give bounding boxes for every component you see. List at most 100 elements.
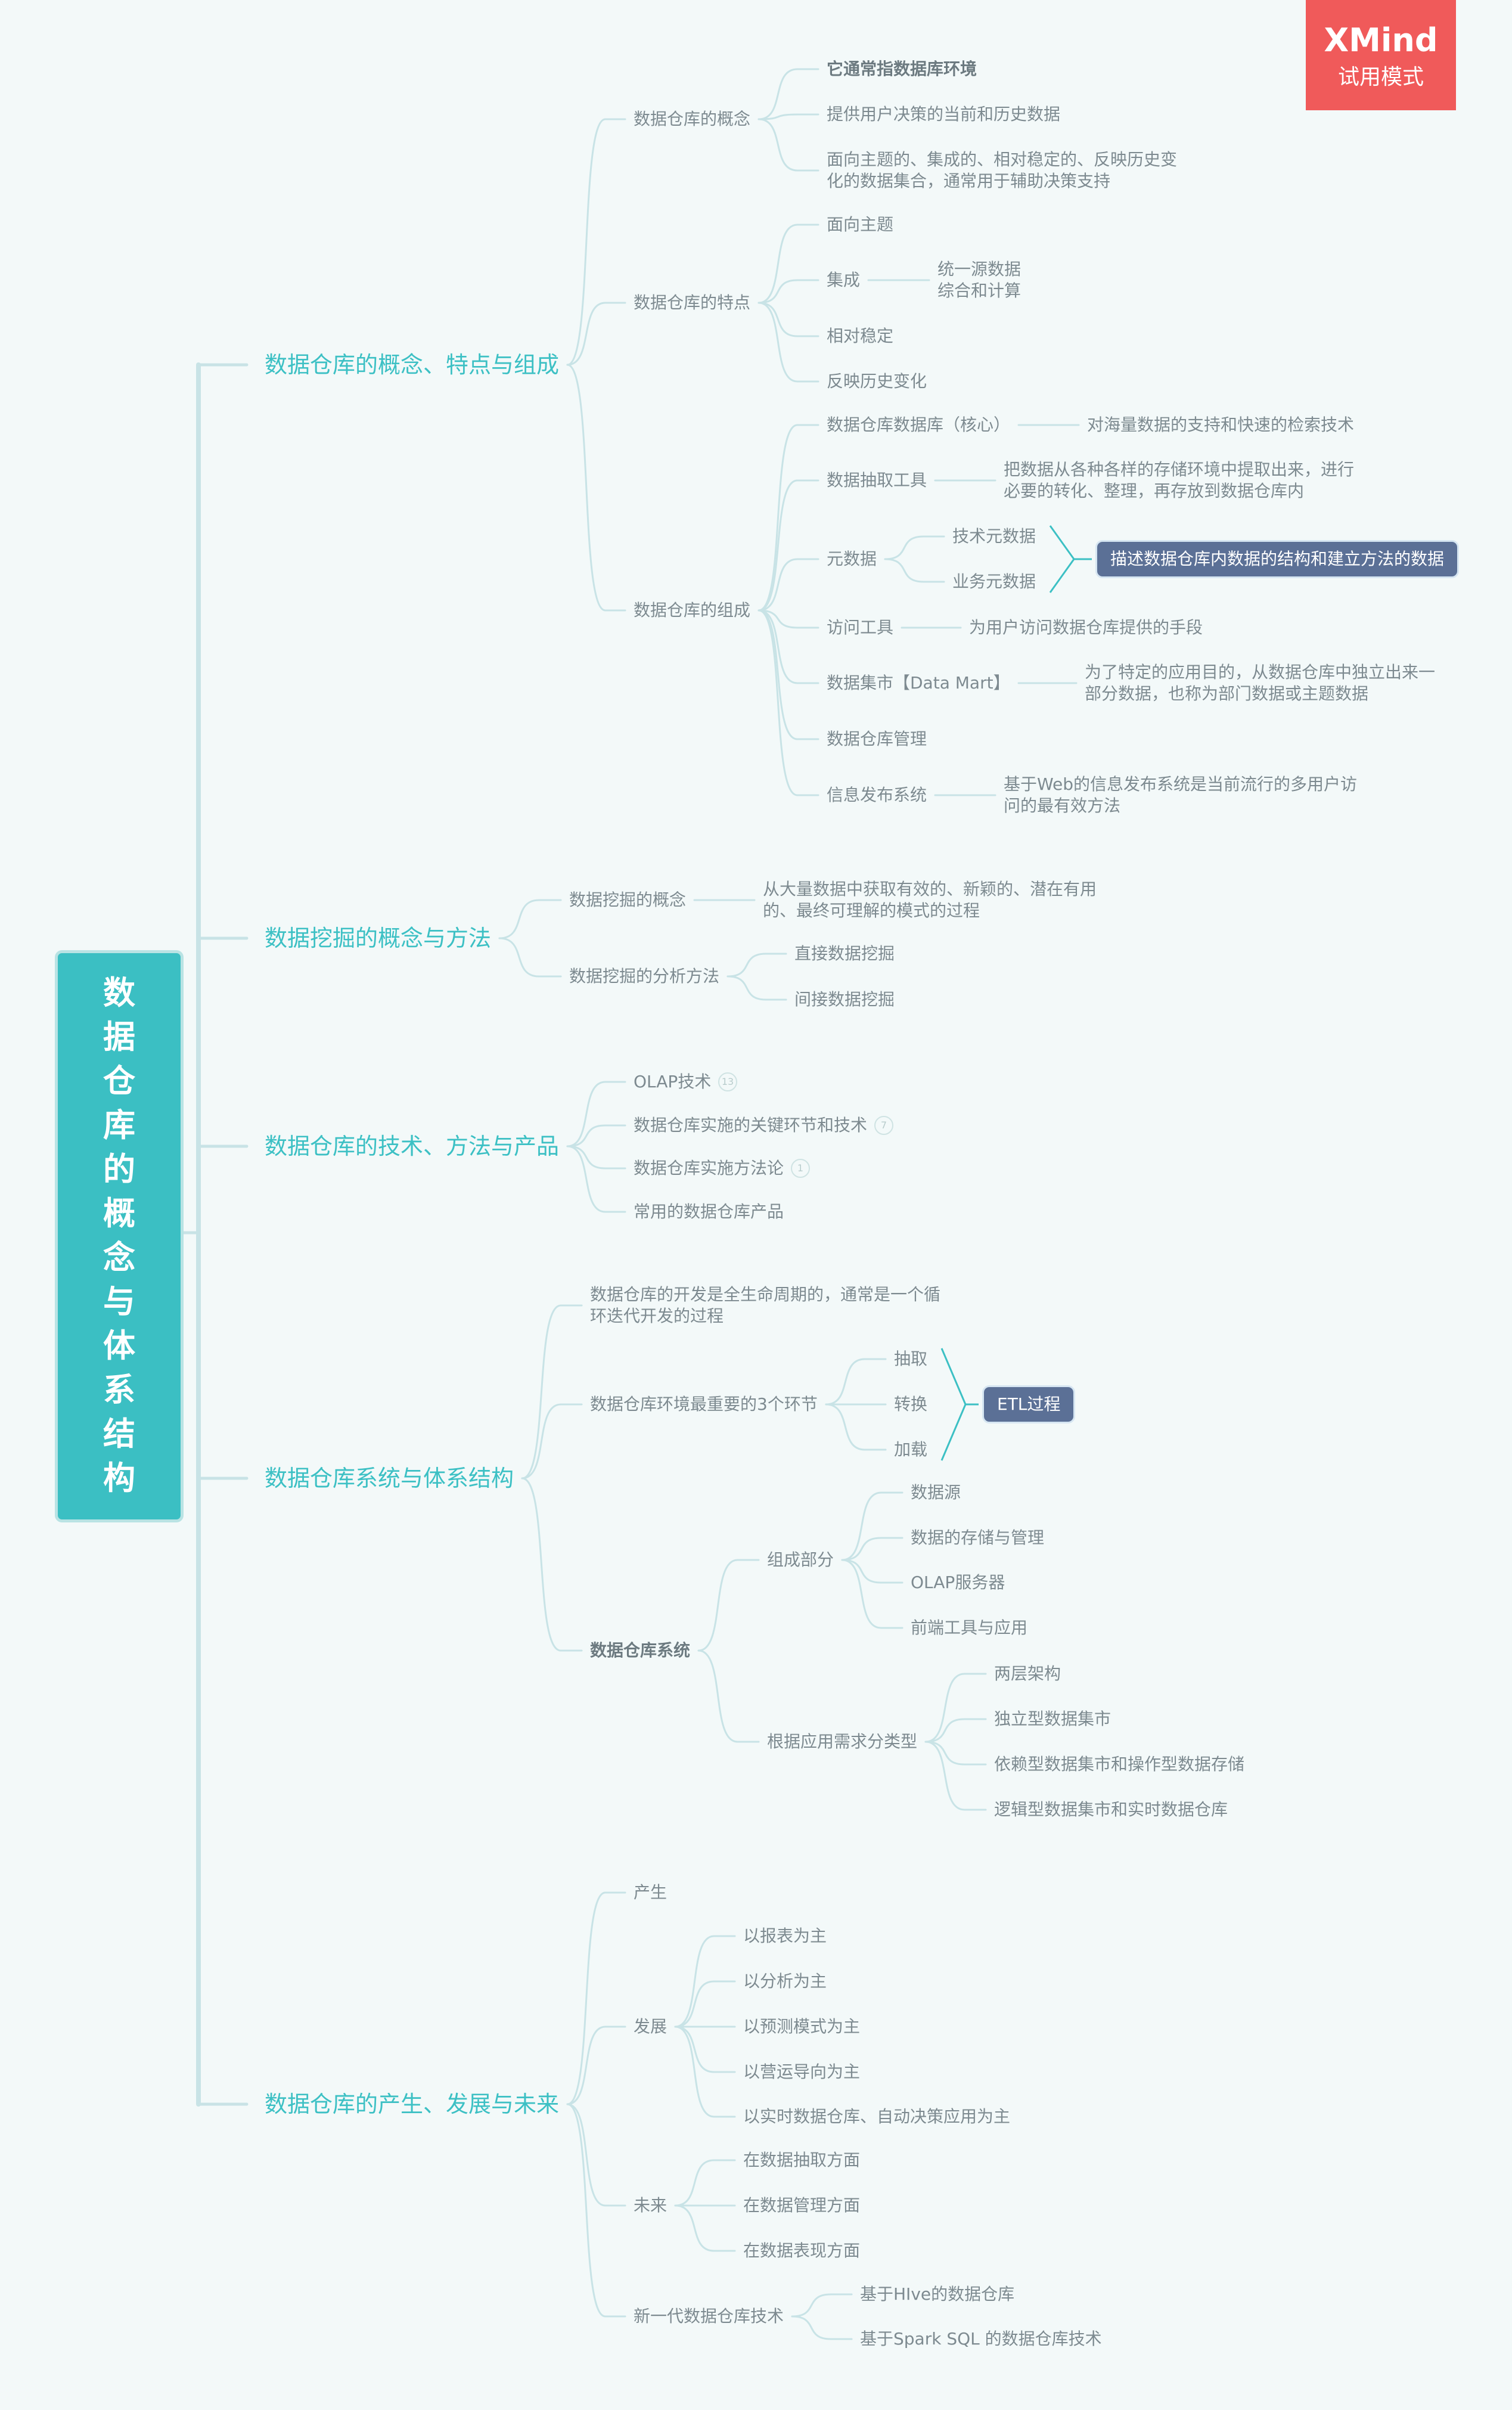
connector-line xyxy=(566,1145,626,1170)
subtopic[interactable]: 面向主题 xyxy=(827,215,894,234)
subtopic[interactable]: 独立型数据集市 xyxy=(994,1709,1112,1729)
connector-line xyxy=(697,1649,760,1743)
subtopic[interactable]: OLAP服务器 xyxy=(911,1572,1005,1592)
subtopic[interactable]: 逻辑型数据集市和实时数据仓库 xyxy=(994,1800,1228,1819)
subtopic[interactable]: 依赖型数据集市和操作型数据存储 xyxy=(994,1754,1245,1774)
subtopic[interactable]: 以实时数据仓库、自动决策应用为主 xyxy=(743,2107,1011,2126)
subtopic[interactable]: OLAP技术 xyxy=(634,1072,712,1091)
subtopic[interactable]: 在数据抽取方面 xyxy=(743,2150,861,2170)
connector-line xyxy=(884,535,945,560)
summary-bracket xyxy=(940,1348,979,1461)
connector-line xyxy=(674,2159,736,2207)
connector-line xyxy=(757,479,819,612)
subtopic[interactable]: 以分析为主 xyxy=(743,1971,827,1991)
main-topic[interactable]: 数据仓库系统与体系结构 xyxy=(265,1465,514,1491)
connector-line xyxy=(566,302,626,366)
subtopic[interactable]: 技术元数据 xyxy=(952,526,1036,546)
subtopic[interactable]: 数据仓库环境最重要的3个环节 xyxy=(590,1394,818,1414)
collapsed-count-badge[interactable]: 7 xyxy=(874,1116,893,1135)
subtopic[interactable]: 以营运导向为主 xyxy=(743,2062,861,2082)
connector-line xyxy=(757,424,819,612)
summary-topic[interactable]: ETL过程 xyxy=(982,1385,1076,1423)
connector-line xyxy=(757,609,819,684)
subtopic[interactable]: 在数据表现方面 xyxy=(743,2241,861,2260)
connector-line xyxy=(924,1718,987,1743)
subtopic[interactable]: 对海量数据的支持和快速的检索技术 xyxy=(1087,415,1355,435)
subtopic[interactable]: 基于HIve的数据仓库 xyxy=(860,2284,1015,2304)
subtopic[interactable]: 发展 xyxy=(634,2017,667,2036)
subtopic[interactable]: 数据挖掘的分析方法 xyxy=(569,966,720,986)
subtopic[interactable]: 根据应用需求分类型 xyxy=(767,1732,918,1751)
main-topic[interactable]: 数据仓库的概念、特点与组成 xyxy=(265,352,560,378)
connector-line xyxy=(924,1741,987,1766)
subtopic[interactable]: 为了特定的应用目的，从数据仓库中独立出来一 部分数据，也称为部门数据或主题数据 xyxy=(1085,662,1436,703)
subtopic[interactable]: 两层架构 xyxy=(994,1664,1061,1683)
subtopic[interactable]: 产生 xyxy=(634,1882,667,1902)
connector-line xyxy=(566,2103,626,2207)
subtopic[interactable]: 基于Spark SQL 的数据仓库技术 xyxy=(860,2329,1102,2349)
subtopic[interactable]: 直接数据挖掘 xyxy=(794,944,895,963)
subtopic[interactable]: 间接数据挖掘 xyxy=(794,990,895,1009)
subtopic[interactable]: 数据仓库的概念 xyxy=(634,109,751,129)
subtopic[interactable]: 转换 xyxy=(894,1394,928,1414)
subtopic[interactable]: 数据仓库系统 xyxy=(590,1640,691,1660)
central-topic[interactable]: 数据仓库的概念与体系结构 xyxy=(55,950,184,1522)
subtopic[interactable]: 数据仓库实施方法论 xyxy=(634,1158,784,1178)
main-topic[interactable]: 数据仓库的技术、方法与产品 xyxy=(265,1133,560,1159)
subtopic[interactable]: 以报表为主 xyxy=(743,1926,827,1946)
subtopic[interactable]: 反映历史变化 xyxy=(827,371,927,391)
subtopic[interactable]: 数据抽取工具 xyxy=(827,470,927,490)
subtopic[interactable]: 相对稳定 xyxy=(827,326,894,346)
main-topic[interactable]: 数据挖掘的概念与方法 xyxy=(265,925,492,951)
subtopic[interactable]: 为用户访问数据仓库提供的手段 xyxy=(969,618,1203,637)
connector-line xyxy=(674,2204,736,2252)
connector-line xyxy=(521,1403,583,1480)
subtopic[interactable]: 从大量数据中获取有效的、新颖的、潜在有用 的、最终可理解的模式的过程 xyxy=(763,879,1097,920)
subtopic[interactable]: 信息发布系统 xyxy=(827,785,927,805)
subtopic[interactable]: 加载 xyxy=(894,1440,928,1459)
subtopic[interactable]: 提供用户决策的当前和历史数据 xyxy=(827,104,1061,124)
summary-bracket xyxy=(1049,525,1092,593)
collapsed-count-badge[interactable]: 1 xyxy=(791,1159,810,1178)
connector-line xyxy=(791,2293,853,2318)
subtopic[interactable]: 统一源数据 综合和计算 xyxy=(937,259,1022,300)
subtopic[interactable]: 以预测模式为主 xyxy=(743,2017,861,2036)
subtopic[interactable]: 业务元数据 xyxy=(952,572,1036,591)
subtopic[interactable]: 它通常指数据库环境 xyxy=(827,59,977,79)
summary-topic[interactable]: 描述数据仓库内数据的结构和建立方法的数据 xyxy=(1095,540,1460,578)
main-topic[interactable]: 数据仓库的产生、发展与未来 xyxy=(265,2091,560,2117)
subtopic[interactable]: 常用的数据仓库产品 xyxy=(634,1202,784,1221)
subtopic[interactable]: 集成 xyxy=(827,270,861,290)
connector-line xyxy=(697,1559,760,1652)
subtopic[interactable]: 抽取 xyxy=(894,1349,928,1369)
subtopic[interactable]: 数据仓库的开发是全生命周期的，通常是一个循 环迭代开发的过程 xyxy=(590,1285,941,1326)
collapsed-count-badge[interactable]: 13 xyxy=(718,1072,737,1091)
subtopic[interactable]: 数据挖掘的概念 xyxy=(569,890,687,910)
subtopic[interactable]: 数据的存储与管理 xyxy=(911,1528,1045,1547)
subtopic[interactable]: 组成部分 xyxy=(767,1550,834,1570)
subtopic[interactable]: 元数据 xyxy=(827,549,877,569)
subtopic[interactable]: 数据仓库的组成 xyxy=(634,600,751,620)
subtopic[interactable]: 基于Web的信息发布系统是当前流行的多用户访 问的最有效方法 xyxy=(1004,774,1358,815)
subtopic[interactable]: 数据源 xyxy=(911,1482,961,1502)
subtopic[interactable]: 未来 xyxy=(634,2195,667,2215)
connector-line xyxy=(674,1935,736,2028)
subtopic[interactable]: 数据仓库实施的关键环节和技术 xyxy=(634,1115,868,1135)
subtopic[interactable]: 新一代数据仓库技术 xyxy=(634,2306,784,2326)
subtopic[interactable]: 数据仓库管理 xyxy=(827,729,927,749)
subtopic[interactable]: 前端工具与应用 xyxy=(911,1618,1028,1637)
subtopic[interactable]: 面向主题的、集成的、相对稳定的、反映历史变 化的数据集合，通常用于辅助决策支持 xyxy=(827,150,1178,191)
subtopic[interactable]: 在数据管理方面 xyxy=(743,2195,861,2215)
connector-line xyxy=(841,1537,904,1561)
connector-line xyxy=(674,2026,736,2118)
subtopic[interactable]: 把数据从各种各样的存储环境中提取出来，进行 必要的转化、整理，再存放到数据仓库内 xyxy=(1004,460,1355,501)
subtopic[interactable]: 数据仓库的特点 xyxy=(634,293,751,312)
subtopic[interactable]: 数据仓库数据库（核心） xyxy=(827,415,1011,435)
subtopic[interactable]: 访问工具 xyxy=(827,618,894,637)
xmind-trial-watermark: XMind 试用模式 xyxy=(1306,0,1456,110)
connector-line xyxy=(674,2026,736,2073)
subtopic[interactable]: 数据集市【Data Mart】 xyxy=(827,673,1010,693)
connector-line xyxy=(521,1477,583,1652)
central-topic-label: 数据仓库的概念与体系结构 xyxy=(103,974,135,1497)
